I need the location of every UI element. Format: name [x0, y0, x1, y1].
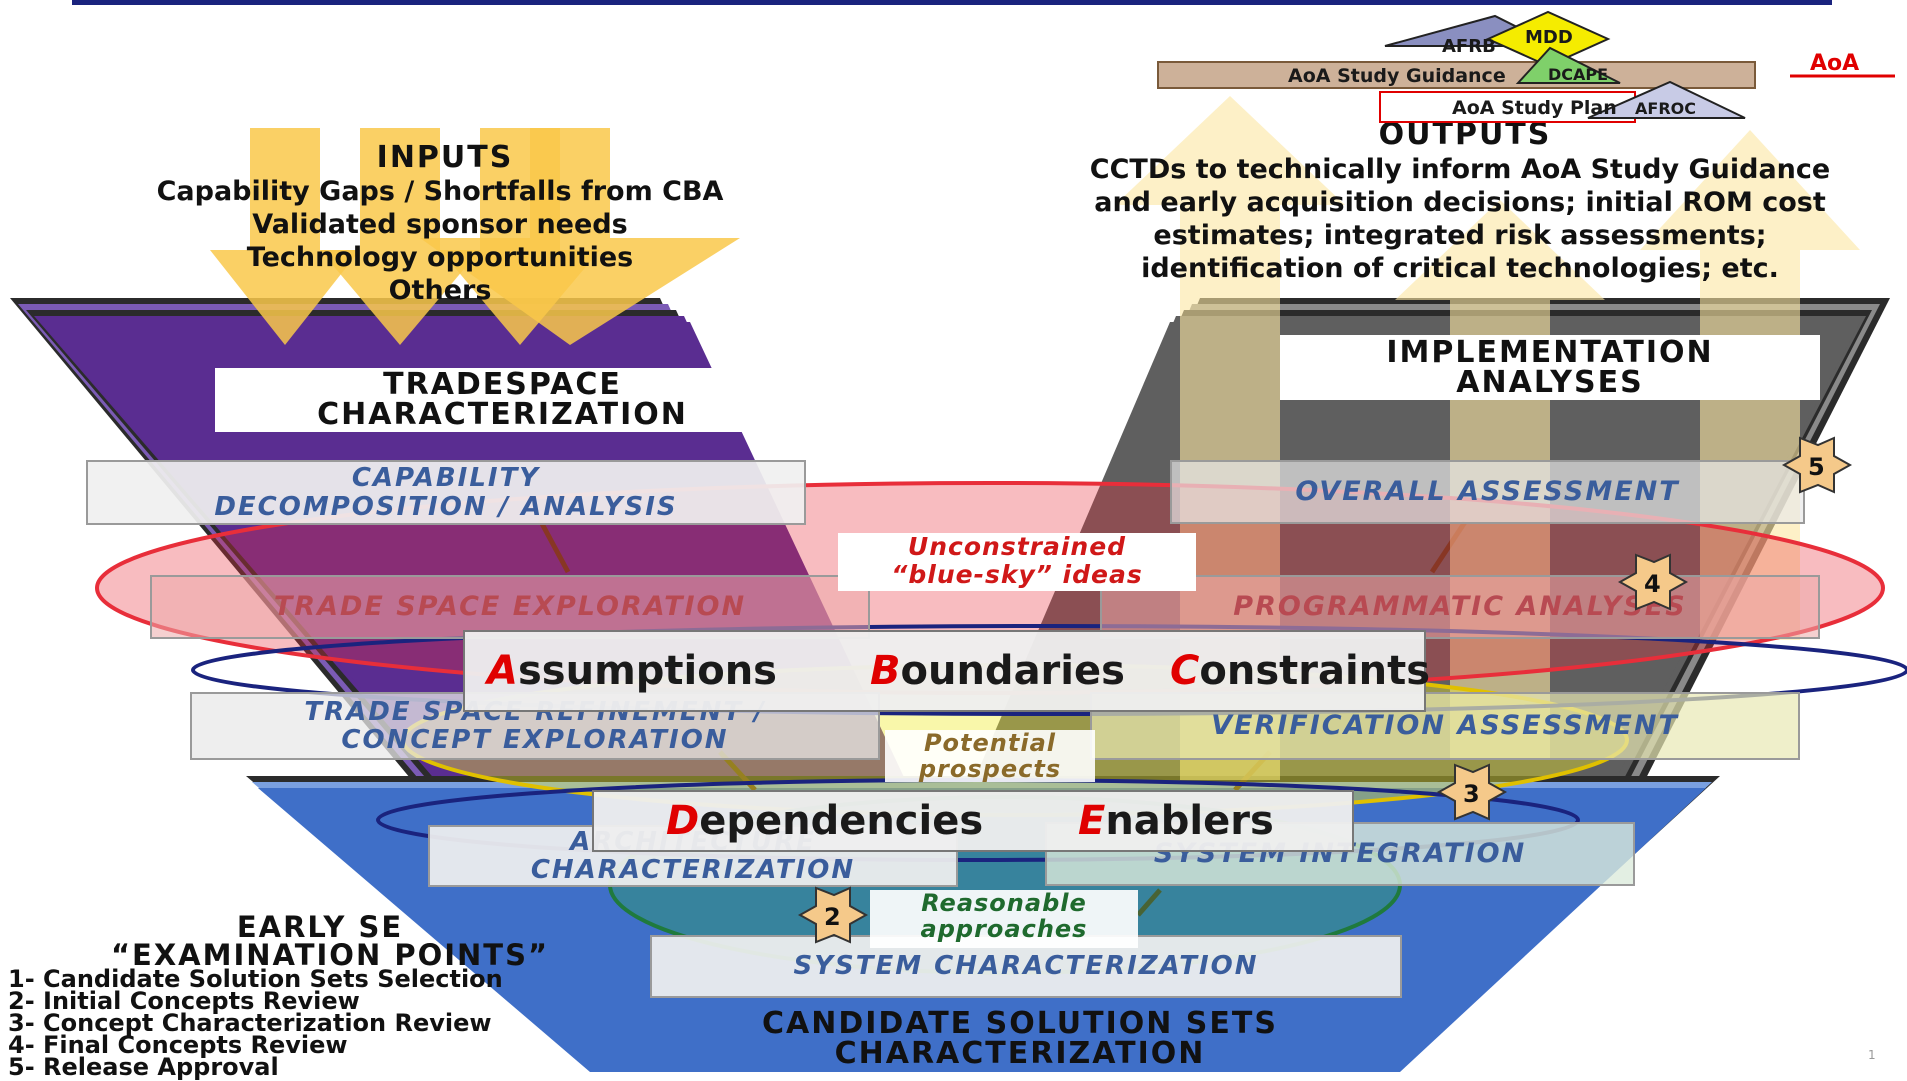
outputs-line-4: identification of critical technologies;… [1141, 253, 1779, 284]
study-guidance-label: AoA Study Guidance [1288, 65, 1506, 87]
mdd-label: MDD [1525, 27, 1573, 48]
abc-band: Assumptions Boundaries Constraints [463, 630, 1430, 712]
badge-2-label: 2 [824, 903, 841, 931]
dcape-label: DCAPE [1548, 65, 1608, 84]
overall-assessment-box: OVERALL ASSESSMENT [1170, 460, 1805, 524]
afroc-triangle [1587, 80, 1746, 119]
input-arrows [210, 128, 740, 345]
governance-hierarchy: AFRB MDD AoA AoA Study Guidance DCAPE Ao… [1157, 10, 1895, 123]
dcape-triangle [1515, 46, 1621, 84]
badge-3: 3 [1436, 763, 1508, 821]
system-characterization-box: SYSTEM CHARACTERIZATION [650, 935, 1402, 998]
abc-rest-b: oundaries [900, 648, 1125, 694]
badge-5-label: 5 [1808, 453, 1825, 481]
abc-ellipse [191, 624, 1907, 716]
mdd-diamond [1485, 10, 1611, 68]
examination-item-5: 5- Release Approval [8, 1053, 279, 1081]
examination-item-4: 4- Final Concepts Review [8, 1031, 348, 1059]
examination-title-2: “EXAMINATION POINTS” [110, 938, 550, 972]
page-number: 1 [1868, 1048, 1876, 1062]
examination-item-1: 1- Candidate Solution Sets Selection [8, 965, 503, 993]
potential-prospects-callout: Potential prospects [885, 730, 1095, 782]
tradespace-title: TRADESPACE CHARACTERIZATION [215, 368, 790, 432]
outputs-line-3: estimates; integrated risk assessments; [1153, 220, 1767, 251]
blue-sky-callout: Unconstrained “blue-sky” ideas [838, 533, 1196, 591]
capability-decomposition-box: CAPABILITY DECOMPOSITION / ANALYSIS [86, 460, 806, 525]
badge-4-label: 4 [1644, 570, 1661, 598]
candidate-title: CANDIDATE SOLUTION SETS CHARACTERIZATION [762, 1006, 1278, 1071]
outputs-line-2: and early acquisition decisions; initial… [1094, 187, 1826, 218]
reasonable-approaches-callout: Reasonable approaches [870, 890, 1138, 948]
de-item-enablers: Enablers [1078, 798, 1274, 844]
de-letter-d: D [666, 798, 700, 844]
abc-item-boundaries: Boundaries [870, 648, 1125, 694]
implementation-title: IMPLEMENTATION ANALYSES [1280, 335, 1820, 400]
inputs-line-4: Others [388, 275, 492, 306]
afroc-label: AFROC [1635, 99, 1696, 118]
examination-item-2: 2- Initial Concepts Review [8, 987, 360, 1015]
de-item-dependencies: Dependencies [666, 798, 983, 844]
abc-letter-c: C [1170, 648, 1200, 694]
afrb-label: AFRB [1442, 36, 1496, 57]
abc-item-assumptions: Assumptions [487, 648, 777, 694]
examination-item-3: 3- Concept Characterization Review [8, 1009, 492, 1037]
inputs-line-1: Capability Gaps / Shortfalls from CBA [156, 176, 724, 207]
aoa-label: AoA [1810, 51, 1859, 76]
badge-2: 2 [797, 886, 869, 944]
abc-letter-a: A [487, 648, 518, 694]
inputs-line-2: Validated sponsor needs [252, 209, 628, 240]
top-rule [72, 0, 1832, 5]
inputs-title: INPUTS [376, 140, 514, 175]
de-band: Dependencies Enablers [592, 790, 1354, 852]
abc-item-constraints: Constraints [1170, 648, 1430, 694]
study-plan-label: AoA Study Plan [1452, 97, 1617, 119]
abc-rest-a: ssumptions [517, 648, 777, 694]
examination-title-1: EARLY SE [236, 910, 404, 944]
de-rest-e: nablers [1105, 798, 1274, 844]
abc-rest-c: onstraints [1199, 648, 1431, 694]
de-rest-d: ependencies [699, 798, 984, 844]
badge-5: 5 [1781, 436, 1853, 494]
trade-space-exploration-box: TRADE SPACE EXPLORATION [150, 575, 870, 639]
badge-4: 4 [1617, 553, 1689, 611]
programmatic-analyses-box: PROGRAMMATIC ANALYSES [1100, 575, 1820, 639]
abc-letter-b: B [870, 648, 901, 694]
outputs-line-1: CCTDs to technically inform AoA Study Gu… [1089, 154, 1831, 185]
inputs-line-3: Technology opportunities [246, 242, 634, 273]
de-letter-e: E [1078, 798, 1106, 844]
badge-3-label: 3 [1463, 780, 1480, 808]
